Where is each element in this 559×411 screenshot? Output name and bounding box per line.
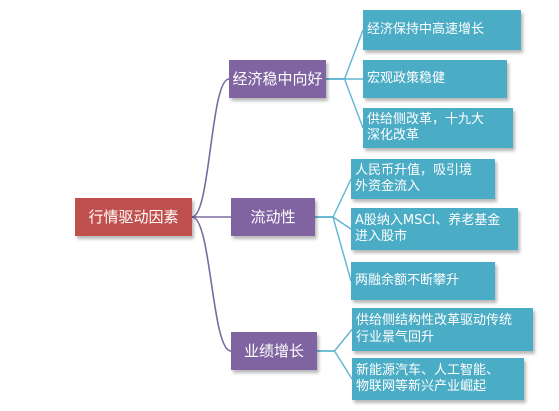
leaf-node-label: 经济保持中高速增长 bbox=[367, 21, 485, 37]
branch-node-label: 经济稳中向好 bbox=[232, 69, 323, 88]
leaf-node-label: 供给侧结构性改革驱动传统 行业景气回升 bbox=[356, 313, 513, 345]
leaf-node: 供给侧结构性改革驱动传统 行业景气回升 bbox=[352, 308, 533, 351]
connector-branch-3-leaf-1 bbox=[317, 329, 353, 352]
leaf-node-label: 宏观政策稳健 bbox=[367, 70, 446, 86]
connector-branch-3-leaf-2 bbox=[317, 350, 353, 380]
leaf-node-label: 新能源汽车、人工智能、 物联网等新兴产业崛起 bbox=[356, 362, 500, 394]
root-node-label: 行情驱动因素 bbox=[88, 207, 179, 226]
leaf-node-label: 供给侧改革，十九大 深化改革 bbox=[367, 111, 485, 143]
leaf-node: 人民币升值，吸引境 外资金流入 bbox=[351, 159, 495, 199]
root-node: 行情驱动因素 bbox=[75, 198, 192, 236]
connector-branch-1-leaf-3 bbox=[326, 78, 364, 129]
leaf-node: 供给侧改革，十九大 深化改革 bbox=[363, 108, 513, 148]
branch-node-earnings: 业绩增长 bbox=[231, 332, 317, 370]
connector-root-branch-1 bbox=[191, 78, 230, 218]
branch-node-liquidity: 流动性 bbox=[231, 198, 315, 236]
leaf-node: 宏观政策稳健 bbox=[363, 60, 507, 98]
branch-node-label: 流动性 bbox=[250, 207, 296, 226]
connector-branch-1-leaf-1 bbox=[326, 29, 364, 80]
connector-branch-2-leaf-3 bbox=[315, 216, 352, 282]
leaf-node: 经济保持中高速增长 bbox=[363, 10, 521, 50]
connector-root-branch-3 bbox=[191, 216, 232, 352]
leaf-node: 新能源汽车、人工智能、 物联网等新兴产业崛起 bbox=[352, 358, 524, 400]
connector-branch-2-leaf-1 bbox=[315, 178, 352, 218]
branch-node-label: 业绩增长 bbox=[243, 341, 304, 360]
branch-node-economy: 经济稳中向好 bbox=[229, 60, 326, 98]
leaf-node: 两融余额不断攀升 bbox=[351, 262, 495, 300]
leaf-node: A股纳入MSCI、养老基金 进入股市 bbox=[351, 208, 518, 250]
leaf-node-label: 两融余额不断攀升 bbox=[355, 272, 460, 288]
leaf-node-label: 人民币升值，吸引境 外资金流入 bbox=[355, 162, 473, 194]
leaf-node-label: A股纳入MSCI、养老基金 进入股市 bbox=[355, 212, 501, 244]
